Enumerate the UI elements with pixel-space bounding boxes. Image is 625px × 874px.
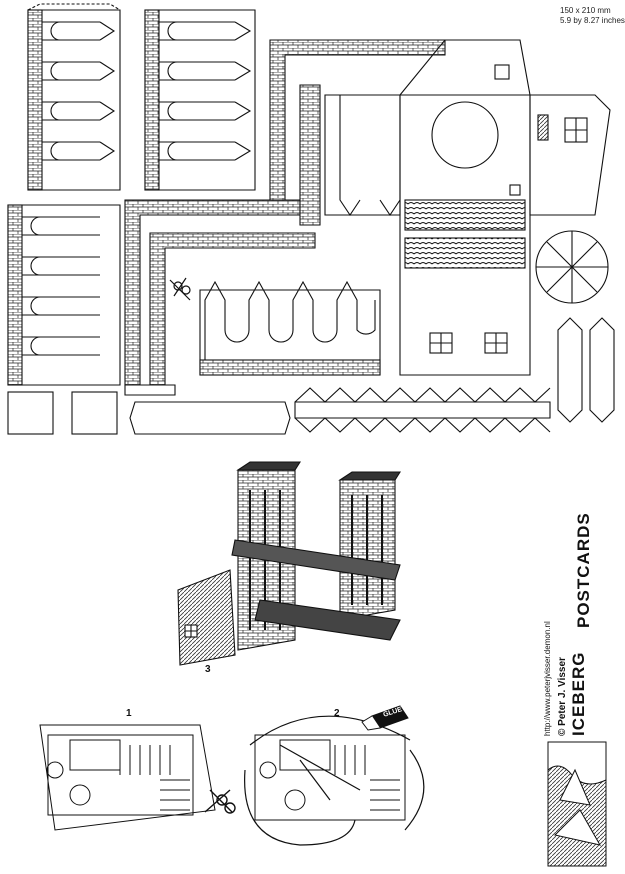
side-wall xyxy=(529,94,611,216)
step-number-1: 1 xyxy=(126,708,132,719)
tower-pieces xyxy=(557,317,615,423)
step-2-diagram xyxy=(244,715,425,846)
copyright-text: © Peter J. Visser xyxy=(557,657,568,736)
website-url: http://www.peterjvisser.demon.nl xyxy=(543,621,552,736)
zigzag-strip xyxy=(294,387,551,433)
dimensions-mm: 150 x 210 mm xyxy=(560,6,611,15)
step-1-diagram xyxy=(39,724,216,831)
glue-tube-icon xyxy=(361,705,409,731)
iceberg-logo xyxy=(547,741,607,867)
scissors-icon xyxy=(169,277,191,301)
small-pieces xyxy=(7,391,291,435)
main-building xyxy=(324,39,531,376)
brand-postcards: POSTCARDS xyxy=(574,512,593,628)
comb-arch-piece xyxy=(199,280,381,376)
arch-strip-left xyxy=(27,3,121,191)
brand-iceberg: ICEBERG xyxy=(569,651,588,736)
dimensions-inches: 5.9 by 8.27 inches xyxy=(560,16,625,25)
arch-strip-middle xyxy=(144,9,256,191)
arch-strip-lower-left xyxy=(7,204,121,386)
rose-window xyxy=(535,230,609,304)
assembled-model-illustration xyxy=(177,461,401,666)
step-number-2: 2 xyxy=(334,708,340,719)
scissors-icon-step-1 xyxy=(204,789,236,814)
step-number-3: 3 xyxy=(205,664,211,675)
